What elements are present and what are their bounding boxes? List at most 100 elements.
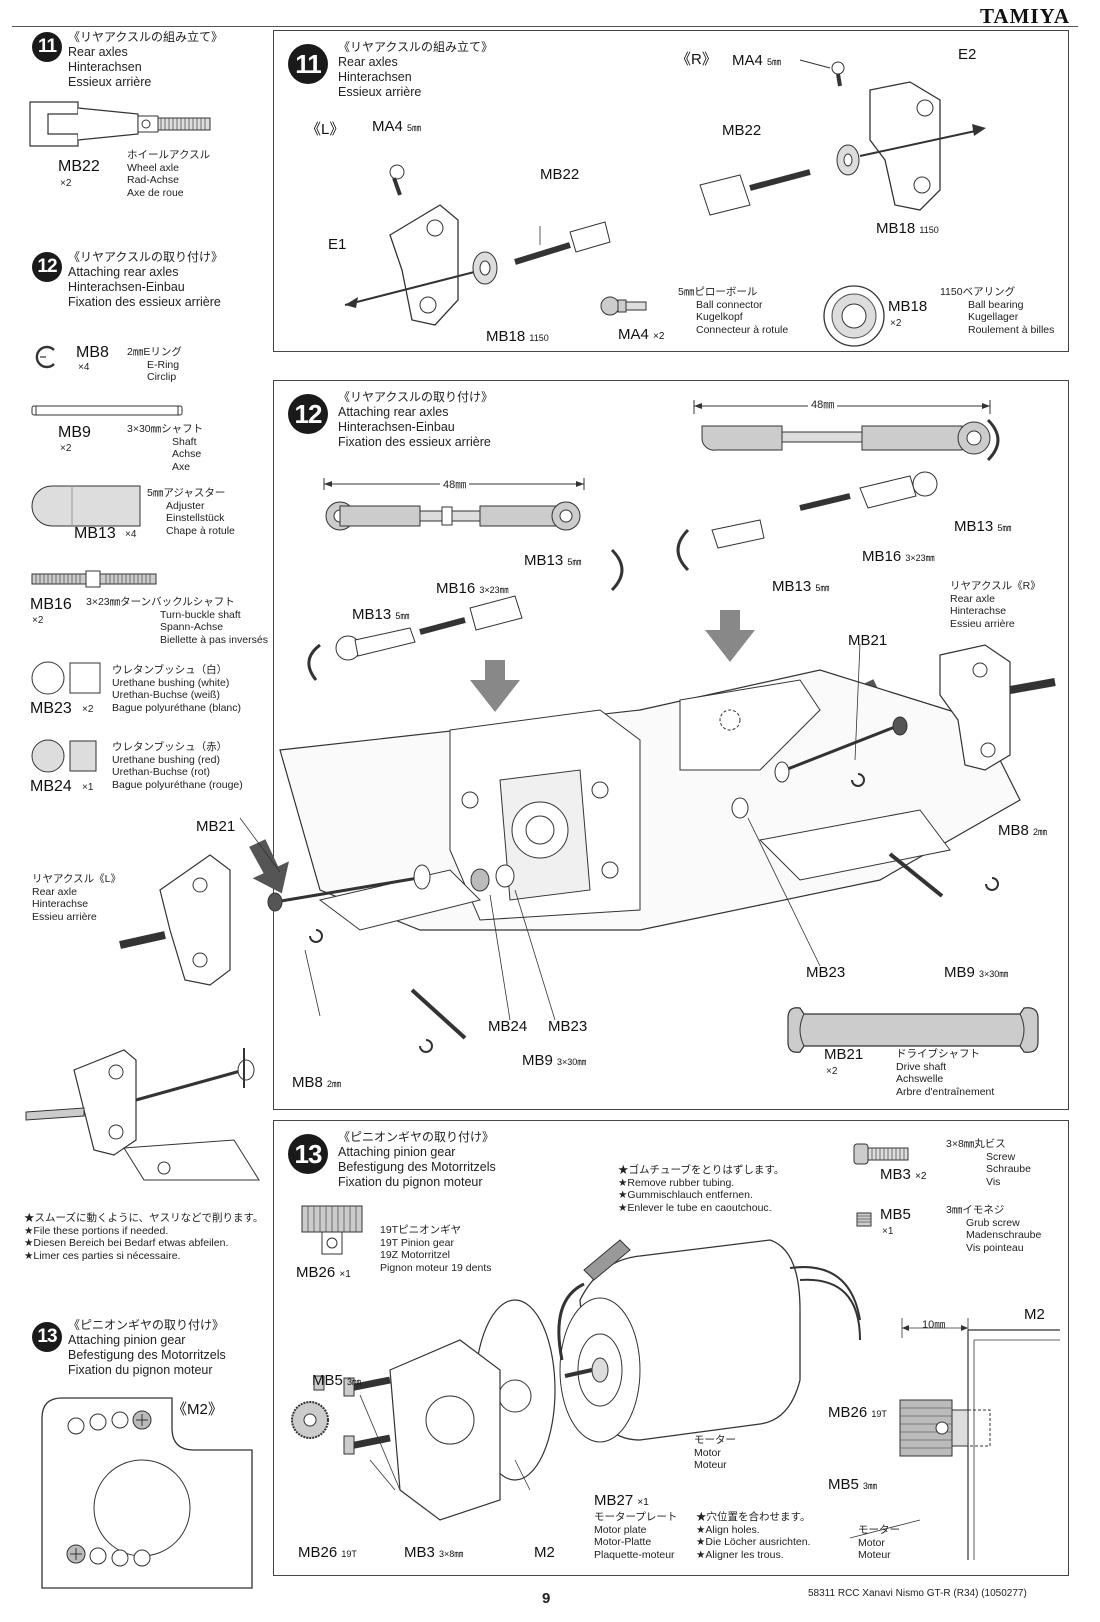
part-desc-mb3: 3×8㎜丸ビス Screw Schraube Vis (946, 1138, 1031, 1188)
desc-de: Urethan-Buchse (weiß) (112, 689, 220, 701)
part-qty-mb5: ×1 (882, 1226, 894, 1237)
title-en: Attaching rear axles (338, 405, 449, 419)
part-code-ma4: MA4 ×2 (618, 326, 664, 343)
label-mb16-b: MB16 3×23㎜ (862, 548, 935, 565)
part-code-mb9: MB9 (58, 424, 91, 441)
note-fr: ★Limer ces parties si nécessaire. (24, 1249, 181, 1262)
motor-plate-drawing (41, 1397, 253, 1589)
desc-de: 19Z Motorritzel (380, 1249, 451, 1261)
desc-fr: Biellette à pas inversés (160, 633, 268, 646)
label-mb26: MB26 19T (298, 1544, 357, 1561)
size: 1150 (919, 225, 939, 235)
remove-tube-note: ★ゴムチューブをとりはずします。 ★Remove rubber tubing. … (618, 1164, 784, 1214)
panel-step13 (273, 1120, 1069, 1576)
wheel-axle-drawing (29, 101, 211, 147)
desc-en: Ball bearing (968, 298, 1024, 311)
align-holes-note: ★穴位置を合わせます。 ★Align holes. ★Die Löcher au… (696, 1511, 810, 1561)
desc-de: Kugellager (968, 311, 1019, 323)
title-jp: 《リヤアクスルの取り付け》 (68, 250, 224, 264)
part-desc-mb13: 5㎜アジャスター Adjuster Einstellstück Chape à … (147, 487, 235, 537)
part-code-mb8: MB8 (76, 344, 109, 361)
label-m2: M2 (534, 1544, 555, 1561)
part-qty-mb24: ×1 (82, 782, 94, 793)
title-de: Befestigung des Motorritzels (338, 1160, 496, 1174)
e-ring-drawing (35, 345, 55, 369)
label-mb23-left: MB23 (548, 1018, 588, 1035)
desc-jp: 1150ベアリング (940, 286, 1016, 298)
label-mb24: MB24 (488, 1018, 528, 1035)
part-qty-mb22: ×2 (60, 178, 72, 189)
white-bushing-drawing (31, 661, 101, 695)
label-mb9-right: MB9 3×30㎜ (944, 964, 1008, 981)
adjuster-drawing (31, 485, 141, 527)
label-mb21-left: MB21 (196, 818, 236, 835)
brand-logo: TAMIYA (979, 4, 1070, 28)
desc-de: Moteur (694, 1459, 727, 1471)
part-qty-mb8: ×4 (78, 362, 90, 373)
code: MB9 (944, 964, 975, 981)
desc-jp: 5㎜アジャスター (147, 487, 226, 499)
footer-product: 58311 RCC Xanavi Nismo GT-R (R34) (10502… (808, 1588, 1027, 1599)
pinion-spacing-detail (849, 1318, 1060, 1560)
part-desc-ma4: 5㎜ピローボール Ball connector Kugelkopf Connec… (678, 286, 788, 336)
desc-en: Drive shaft (896, 1060, 947, 1073)
size: 2㎜ (1033, 827, 1048, 837)
desc-jp: 19Tピニオンギヤ (380, 1224, 462, 1236)
part-code-mb18: MB18 (888, 298, 928, 315)
sidebar-step12-title: 《リヤアクスルの取り付け》 Attaching rear axles Hinte… (68, 250, 223, 310)
desc-en: 19T Pinion gear (380, 1236, 454, 1249)
code: MB26 (828, 1404, 868, 1421)
size: 3㎜ (863, 1481, 878, 1491)
header-rule (12, 26, 1078, 27)
shaft-drawing (31, 405, 183, 416)
panel-step11 (273, 30, 1069, 352)
note-jp: ★スムーズに動くように、ヤスリなどで削ります。 (24, 1212, 264, 1224)
label-mb18-right: MB18 1150 (876, 220, 939, 237)
qty: ×1 (339, 1269, 351, 1280)
desc-fr: Essieu arrière (32, 910, 97, 923)
rear-chassis-exploded-drawing (119, 418, 1056, 1053)
page-number: 9 (542, 1590, 551, 1607)
code: MB26 (296, 1264, 336, 1281)
label-mb26-detail: MB26 19T (828, 1404, 887, 1421)
grub-screw-drawing (856, 1212, 872, 1227)
size: 3×30㎜ (979, 969, 1009, 979)
desc-de: Spann-Achse (160, 621, 224, 633)
panel13-title: 《ピニオンギヤの取り付け》 Attaching pinion gear Befe… (338, 1130, 496, 1190)
desc-en: Grub screw (966, 1216, 1020, 1229)
label-mb5-detail: MB5 3㎜ (828, 1476, 877, 1493)
size: 5㎜ (395, 611, 410, 621)
sidebar-step11-number: 11 (32, 32, 62, 62)
part-qty-mb23: ×2 (82, 704, 94, 715)
code: MB3 (880, 1166, 911, 1183)
code: MB26 (298, 1544, 338, 1561)
part-qty-mb13: ×4 (125, 529, 137, 540)
desc-en: Adjuster (166, 499, 205, 512)
desc-de: Achswelle (896, 1073, 944, 1085)
title-fr: Fixation du pignon moteur (68, 1363, 213, 1377)
title-en: Attaching rear axles (68, 265, 179, 279)
part-qty-mb21: ×2 (826, 1066, 838, 1077)
desc-fr: Axe de roue (127, 186, 184, 199)
title-jp: 《ピニオンギヤの取り付け》 (68, 1318, 225, 1332)
desc-jp: 3×30㎜シャフト (127, 423, 204, 435)
desc-fr: Essieu arrière (950, 617, 1015, 630)
turnbuckle-shaft-drawing (31, 570, 157, 588)
label-mb23-right: MB23 (806, 964, 846, 981)
desc-jp: 2㎜Eリング (127, 346, 182, 358)
label-mb13-c: MB13 5㎜ (954, 518, 1011, 535)
desc-fr: Connecteur à rotule (696, 323, 789, 336)
part-qty-mb18: ×2 (890, 318, 902, 329)
part-code-mb26: MB26 ×1 (296, 1264, 351, 1281)
code: MB16 (436, 580, 476, 597)
panel13-step-number: 13 (288, 1134, 328, 1174)
panel-step12 (273, 380, 1069, 1110)
m2-tag: 《M2》 (172, 1401, 223, 1418)
desc-en: Urethane bushing (white) (112, 676, 230, 689)
label-ma4-right: MA4 5㎜ (732, 52, 781, 69)
part-desc-mb24: ウレタンブッシュ（赤） Urethane bushing (red) Ureth… (112, 741, 243, 791)
label-mb9-left: MB9 3×30㎜ (522, 1052, 586, 1069)
size: 5㎜ (767, 57, 782, 67)
note-jp: ★穴位置を合わせます。 (696, 1511, 811, 1523)
desc-de: Schraube (986, 1163, 1031, 1175)
